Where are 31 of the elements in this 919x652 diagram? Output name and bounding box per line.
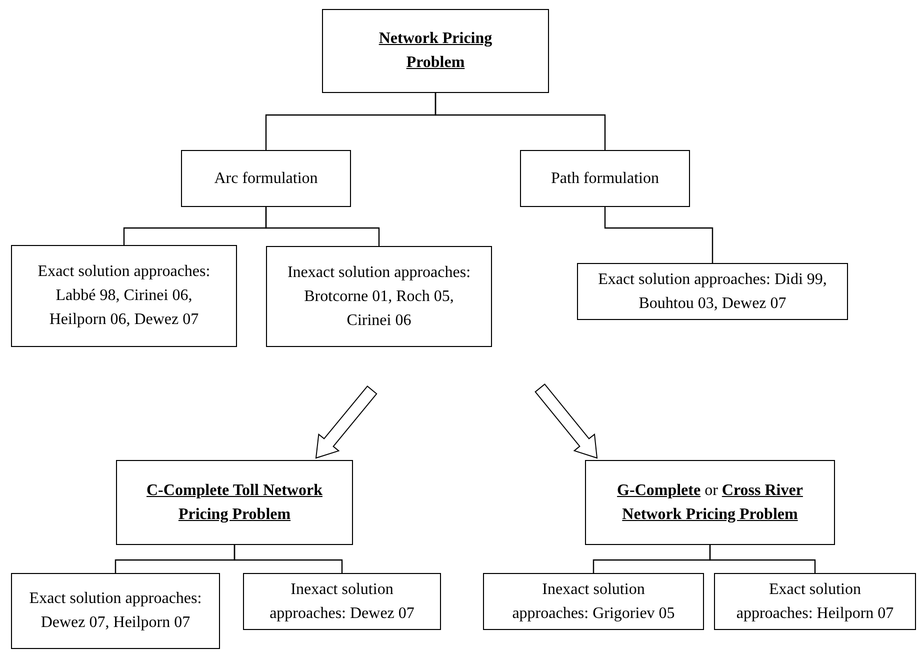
connector-line [265,207,380,246]
box-text: Inexact solution approaches: Brotcorne 01, Roch 05, Cirinei 06 [287,262,471,330]
process-box [243,573,441,630]
box-text: Exact solution approaches: Didi 99, Bouhtou 03, Dewez 07 [597,270,828,314]
hollow-arrow [534,384,598,459]
box-text: Exact solution approaches: Heilporn 07 [735,580,895,624]
heading-text: Network Pricing Problem [378,29,494,73]
process-box [483,573,704,630]
process-box [577,263,848,320]
process-box [266,246,492,347]
box-text: Exact solution approaches: Dewez 07, Heilporn 07 [28,589,203,633]
hollow-arrow [315,386,378,459]
box-text: Path formulation [551,168,659,188]
connector-line [234,545,343,573]
box-text: Exact solution approaches: Labbé 98, Cirinei 06, Heilporn 06, Dewez 07 [36,262,212,330]
connector-line [434,93,606,150]
box-text: G-Complete or Cross River Network Pricing Problem [616,480,804,524]
process-box [585,460,835,545]
box-text: Inexact solution approaches: Dewez 07 [268,580,416,624]
box-text: Arc formulation [214,168,318,188]
connector-line [709,545,816,573]
process-box [520,150,690,207]
heading-text: C-Complete Toll Network Pricing Problem [146,480,324,524]
box-text: Inexact solution approaches: Grigoriev 05 [511,580,676,624]
process-box [181,150,351,207]
heading-box [116,460,353,545]
heading-box [322,9,549,93]
connector-line [604,207,714,263]
process-box [11,245,237,347]
process-box [714,573,916,630]
process-box [11,573,220,649]
